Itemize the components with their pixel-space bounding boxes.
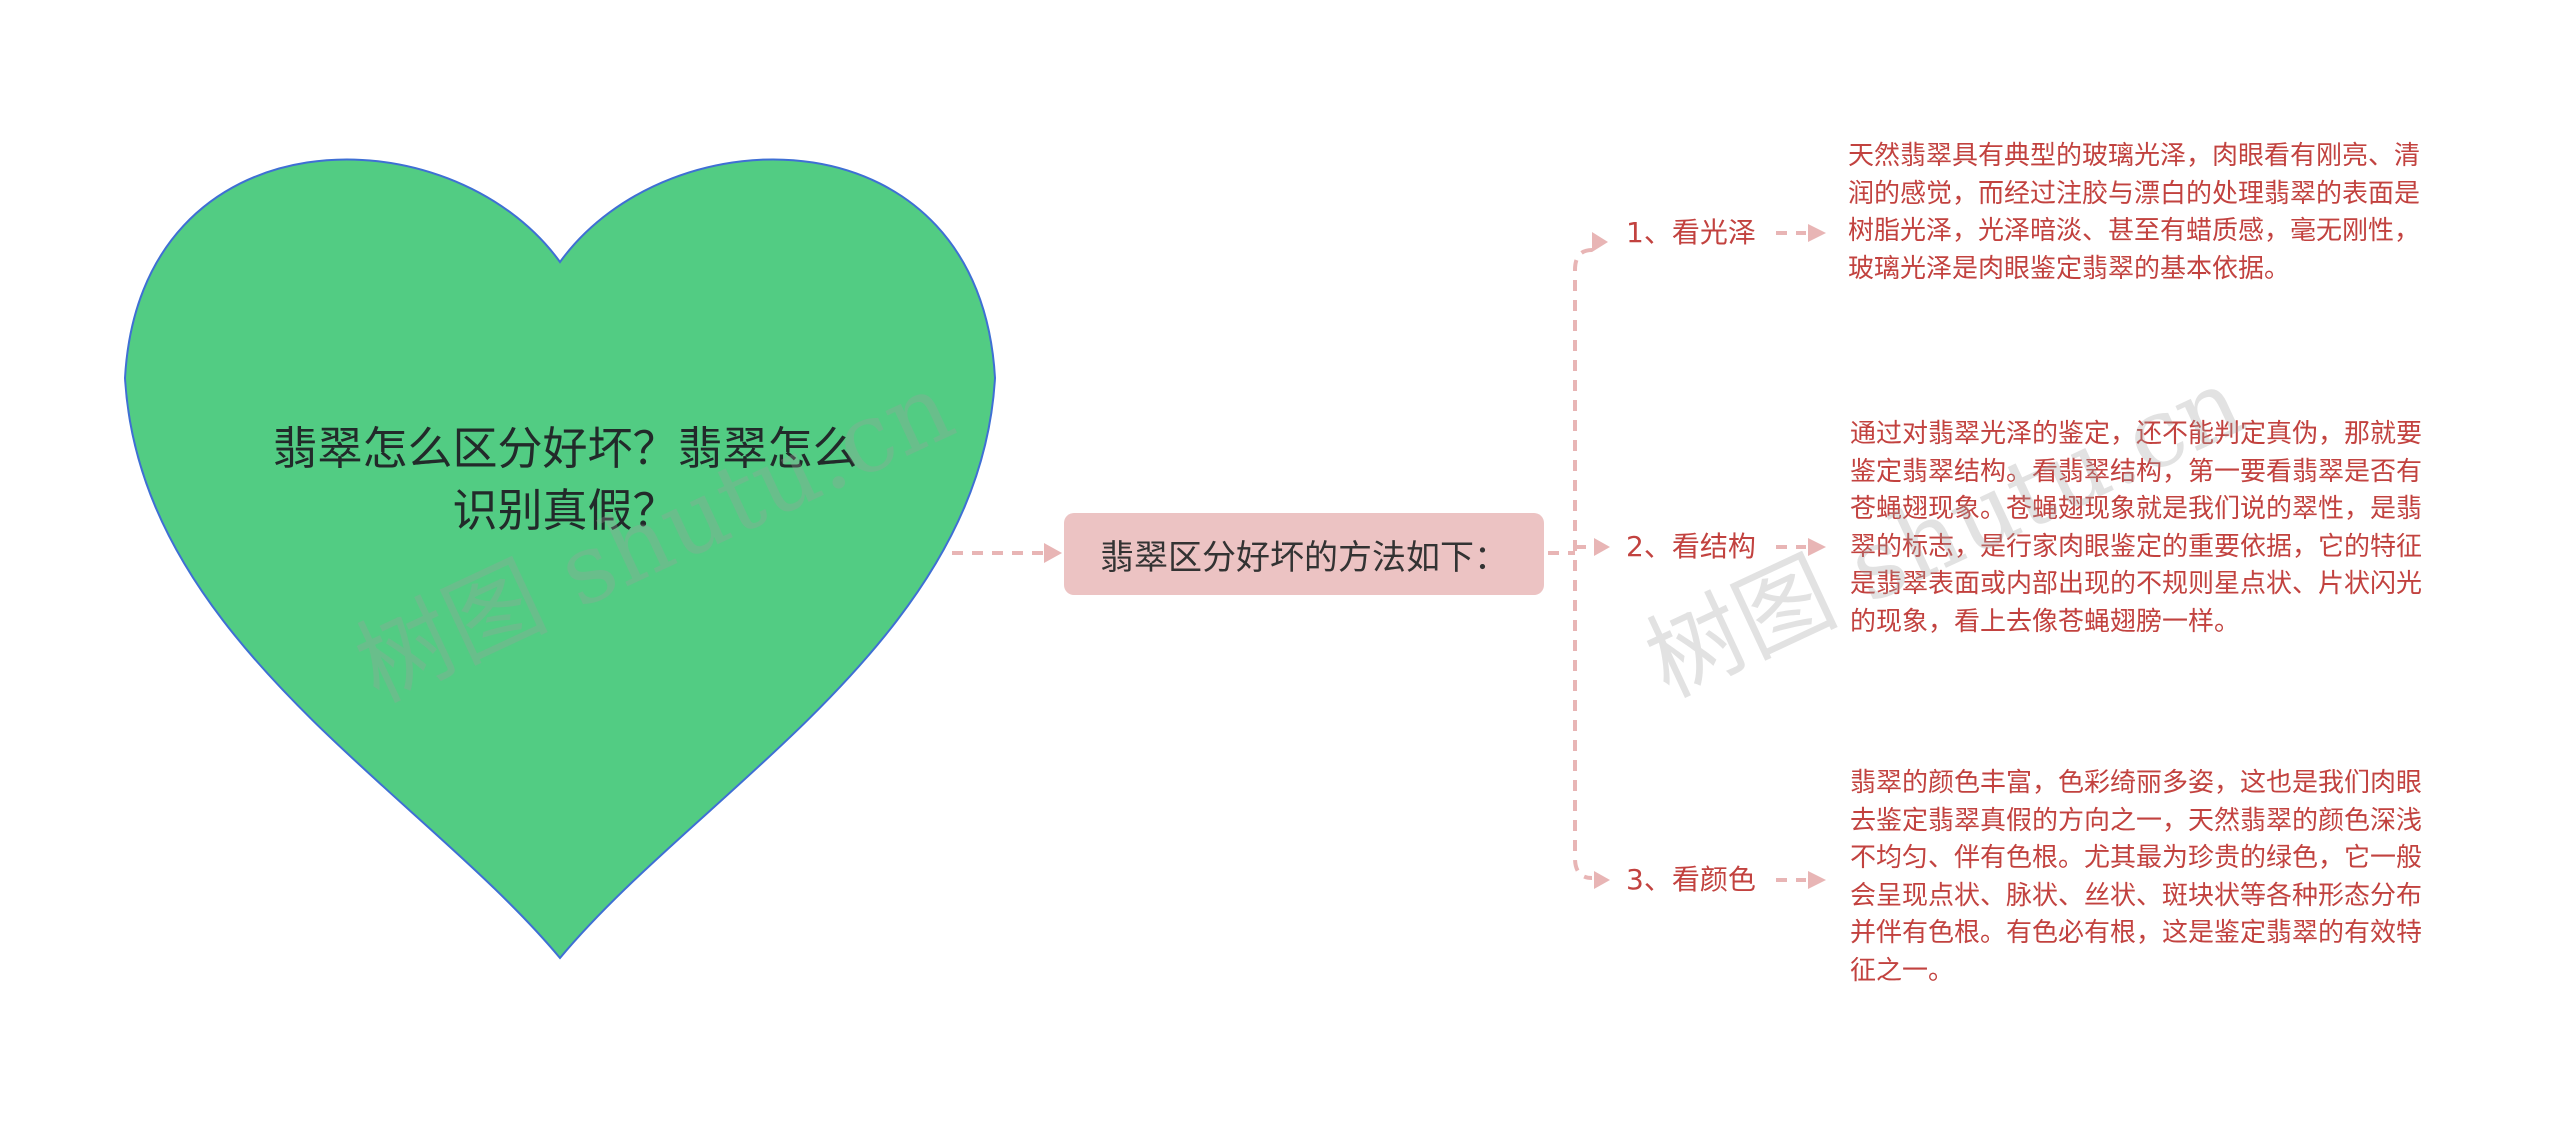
- center-node-label: 翡翠区分好坏的方法如下：: [1100, 537, 1508, 578]
- center-node[interactable]: 翡翠区分好坏的方法如下：: [1064, 513, 1544, 595]
- leaf-2-arrow: [1808, 538, 1826, 556]
- branch-trunk-connector: [1573, 248, 1593, 880]
- root-to-center-arrow: [1044, 543, 1062, 563]
- branch-3-arrow: [1594, 871, 1610, 889]
- branch-label-structure[interactable]: 2、看结构: [1626, 530, 1756, 563]
- leaf-text-gloss: 天然翡翠具有典型的玻璃光泽，肉眼看有刚亮、清润的感觉，而经过注胶与漂白的处理翡翠…: [1848, 141, 2421, 284]
- leaf-1-arrow: [1808, 224, 1826, 242]
- branch-label-gloss[interactable]: 1、看光泽: [1626, 216, 1756, 249]
- root-node-title[interactable]: 翡翠怎么区分好坏？翡翠怎么识别真假？: [272, 422, 858, 537]
- branch-2-arrow: [1594, 538, 1610, 556]
- branch-1-arrow: [1592, 232, 1608, 252]
- branch-label-color[interactable]: 3、看颜色: [1626, 863, 1756, 896]
- root-heart-shape: [123, 158, 997, 960]
- leaf-text-structure: 通过对翡翠光泽的鉴定，还不能判定真伪，那就要鉴定翡翠结构。看翡翠结构，第一要看翡…: [1850, 419, 2423, 637]
- leaf-3-arrow: [1808, 871, 1826, 889]
- leaf-text-color: 翡翠的颜色丰富，色彩绮丽多姿，这也是我们肉眼去鉴定翡翠真假的方向之一，天然翡翠的…: [1850, 768, 2423, 986]
